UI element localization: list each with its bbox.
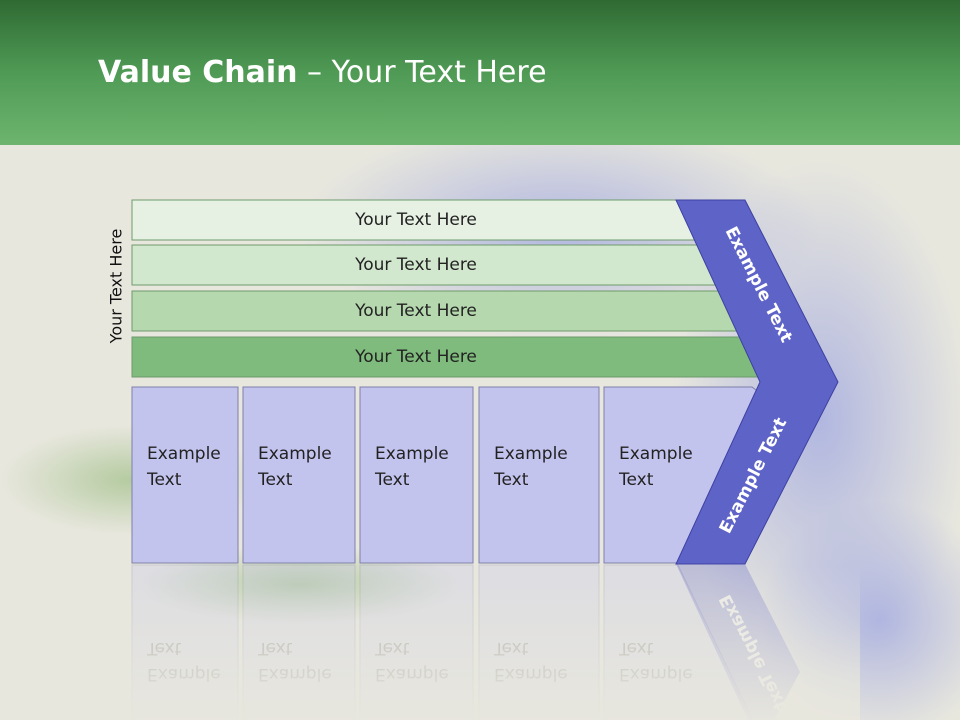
- title-bold: Value Chain: [98, 55, 298, 90]
- primary-box: [131, 386, 239, 564]
- primary-box: [478, 386, 600, 564]
- primary-box-line2: Text: [257, 470, 293, 490]
- primary-box-line2: Text: [374, 470, 410, 490]
- primary-box: [359, 386, 474, 564]
- slide-title: Value Chain – Your Text Here: [98, 55, 547, 90]
- support-row-label: Your Text Here: [354, 255, 477, 275]
- primary-box: [242, 386, 356, 564]
- primary-box-line2: Text: [493, 470, 529, 490]
- primary-box-line1: Example: [147, 444, 221, 464]
- primary-box-line1: Example: [258, 444, 332, 464]
- primary-box-line1: Example: [619, 444, 693, 464]
- primary-box-line2: Text: [146, 470, 182, 490]
- support-row-label: Your Text Here: [354, 347, 477, 367]
- primary-box-line2: Text: [618, 470, 654, 490]
- support-row-label: Your Text Here: [354, 210, 477, 230]
- primary-box-line1: Example: [375, 444, 449, 464]
- title-rest: – Your Text Here: [297, 55, 547, 90]
- title-bar: [0, 0, 960, 145]
- reflection-fade: [100, 566, 860, 720]
- support-row-label: Your Text Here: [354, 301, 477, 321]
- primary-box-line1: Example: [494, 444, 568, 464]
- margin-chevron: [675, 199, 839, 565]
